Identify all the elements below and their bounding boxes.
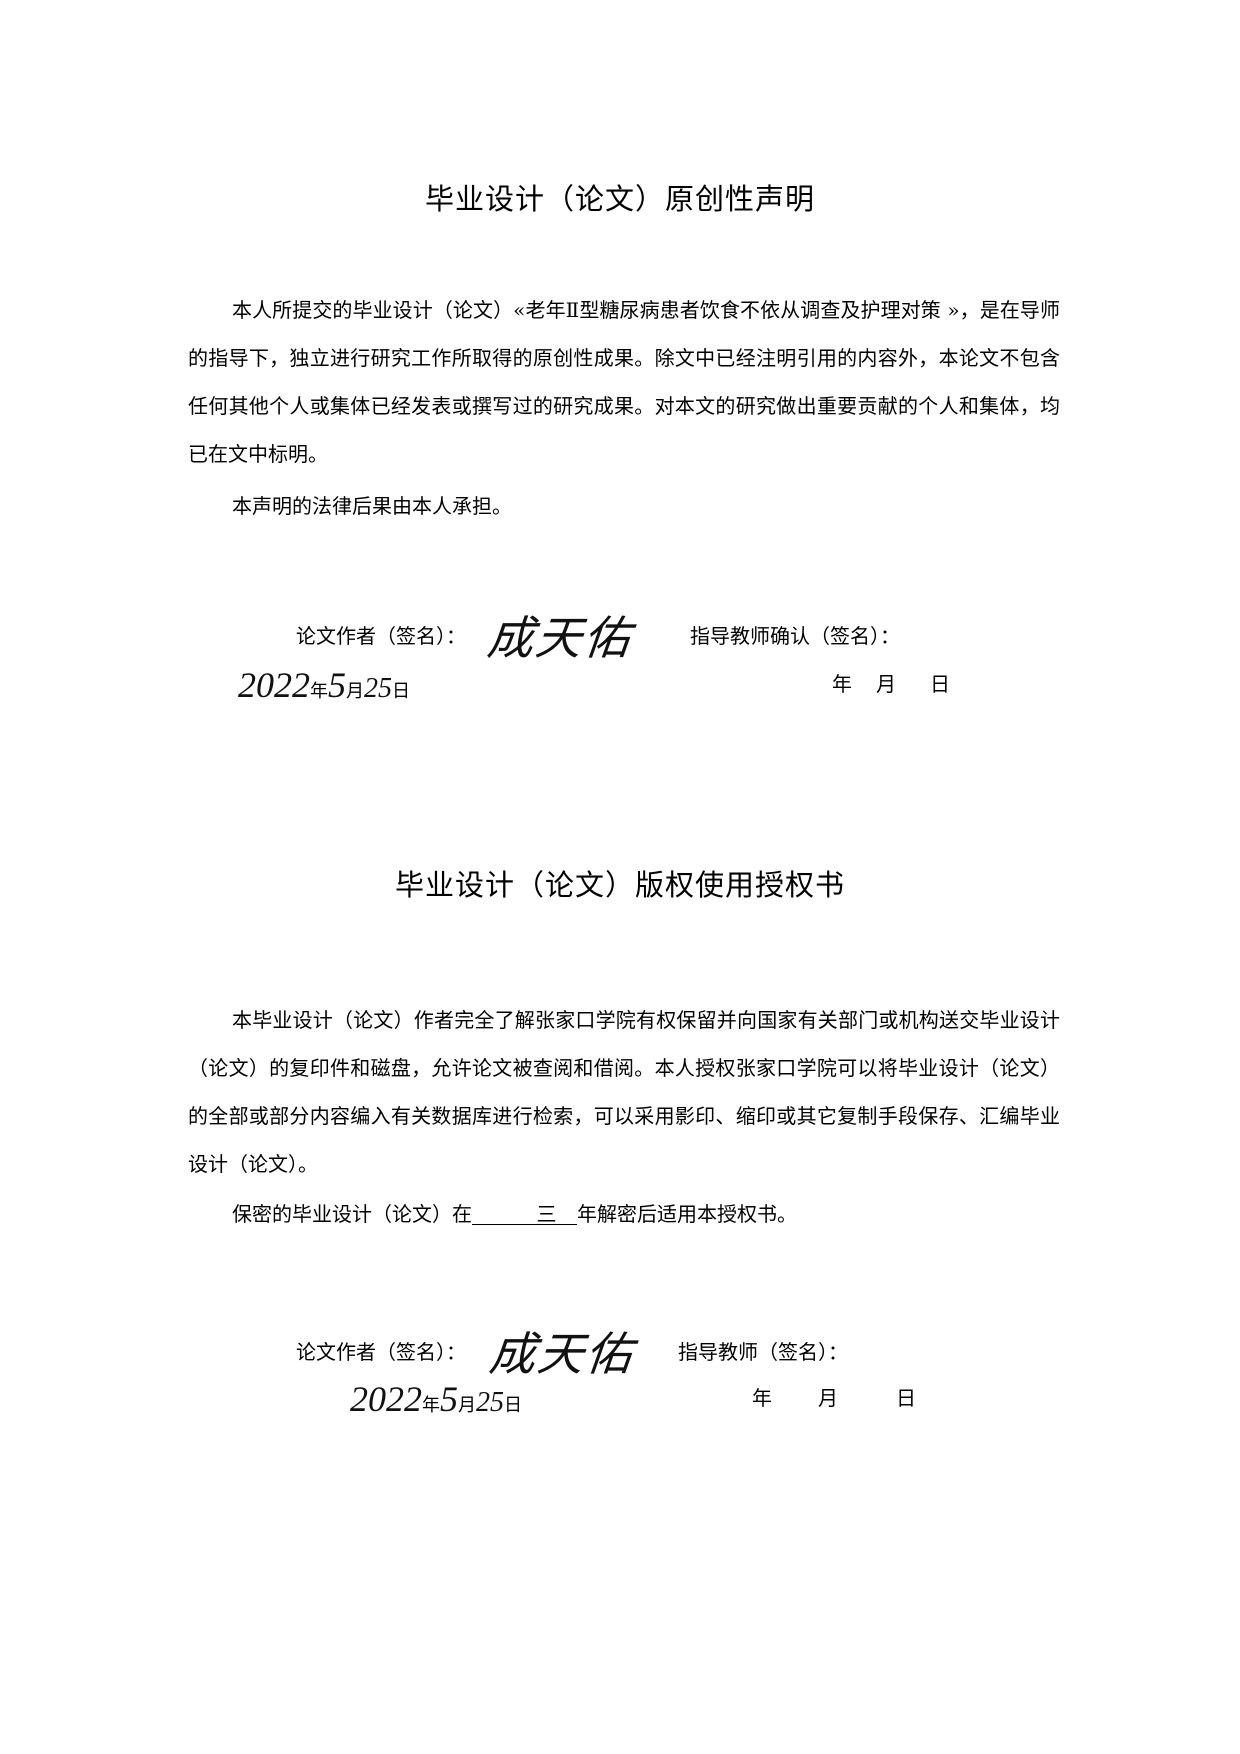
date-month-unit: 月 <box>346 681 364 702</box>
date-year-unit: 年 <box>310 681 328 702</box>
authorization-title: 毕业设计（论文）版权使用授权书 <box>394 868 845 902</box>
authorization-author-label: 论文作者（签名）： <box>296 1340 466 1364</box>
authorization-author-date: 2022年5月25日 <box>350 1378 522 1420</box>
declaration-advisor-day: 日 <box>930 672 950 696</box>
date-year: 2022 <box>238 665 310 705</box>
confidential-prefix: 保密的毕业设计（论文）在 <box>232 1202 472 1226</box>
confidential-suffix: 年解密后适用本授权书。 <box>577 1202 797 1226</box>
declaration-author-date: 2022年5月25日 <box>238 664 410 706</box>
authorization-confidential-note: 保密的毕业设计（论文）在三年解密后适用本授权书。 <box>188 1190 1060 1238</box>
date-day: 25 <box>364 673 392 704</box>
declaration-title: 毕业设计（论文）原创性声明 <box>424 182 815 216</box>
date-day-unit: 日 <box>504 1395 522 1416</box>
authorization-advisor-day: 日 <box>896 1386 916 1410</box>
confidential-years: 三 <box>472 1204 577 1225</box>
declaration-advisor-label: 指导教师确认（签名）： <box>690 624 900 648</box>
date-day-unit: 日 <box>392 681 410 702</box>
declaration-paragraph: 本人所提交的毕业设计（论文）«老年Ⅱ型糖尿病患者饮食不依从调查及护理对策 »，是… <box>188 298 1060 466</box>
authorization-advisor-month: 月 <box>818 1386 838 1410</box>
declaration-author-signature: 成天佑 <box>484 613 635 664</box>
declaration-advisor-year: 年 <box>832 672 852 696</box>
authorization-author-signature: 成天佑 <box>486 1329 637 1380</box>
declaration-author-label: 论文作者（签名）： <box>296 624 466 648</box>
declaration-advisor-month: 月 <box>876 672 896 696</box>
authorization-paragraph: 本毕业设计（论文）作者完全了解张家口学院有权保留并向国家有关部门或机构送交毕业设… <box>188 1008 1060 1176</box>
date-month: 5 <box>440 1379 458 1419</box>
authorization-advisor-label: 指导教师（签名）： <box>678 1340 848 1364</box>
date-year-unit: 年 <box>422 1395 440 1416</box>
authorization-advisor-year: 年 <box>752 1386 772 1410</box>
declaration-legal-note: 本声明的法律后果由本人承担。 <box>232 494 512 518</box>
date-year: 2022 <box>350 1379 422 1419</box>
date-month-unit: 月 <box>458 1395 476 1416</box>
date-day: 25 <box>476 1387 504 1418</box>
date-month: 5 <box>328 665 346 705</box>
